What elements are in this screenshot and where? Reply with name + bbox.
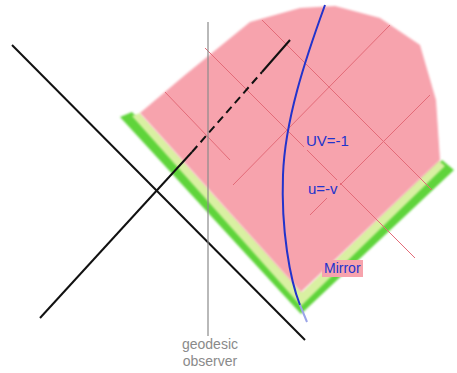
observer-label: geodesic observer	[169, 336, 251, 370]
curve-label: u=-v	[306, 180, 340, 198]
mirror-curve	[283, 5, 325, 305]
grid-lines	[165, 20, 432, 258]
observer-worldline	[207, 22, 208, 340]
light-cone	[12, 40, 305, 340]
pink-region	[140, 6, 440, 292]
curve-label: UV=-1	[304, 132, 351, 150]
mirror-label: Mirror	[322, 260, 363, 277]
mirror-curve-tail	[300, 305, 307, 322]
